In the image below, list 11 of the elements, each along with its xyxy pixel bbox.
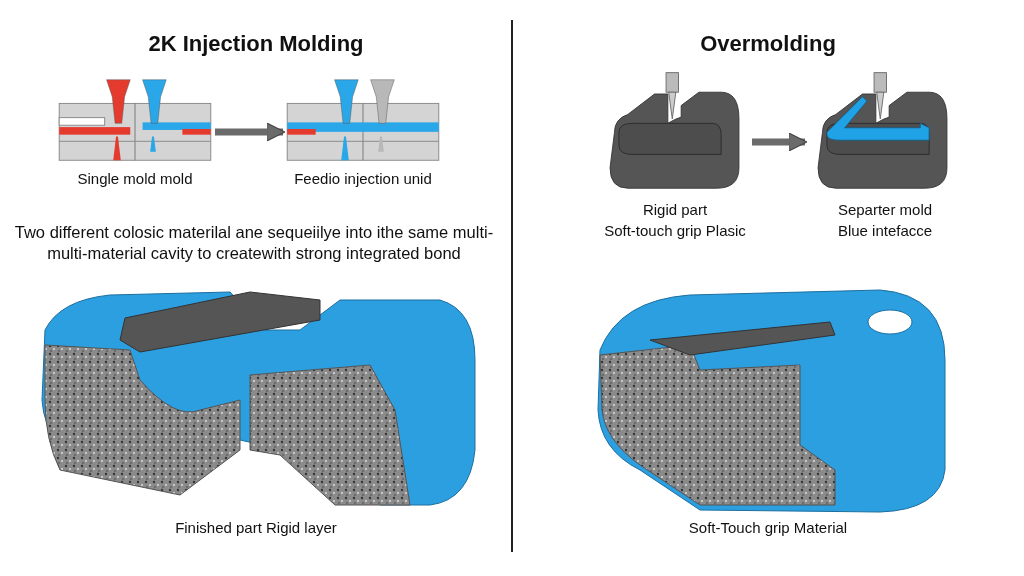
section-heading: 2K Injection Molding: [147, 31, 365, 57]
node-label: Single mold mold: [76, 170, 194, 187]
node-label: Blue intefacce: [836, 222, 934, 239]
section-heading: Overmolding: [699, 31, 837, 57]
node-label: Soft-touch grip Plasic: [603, 222, 747, 239]
description-text: Two different colosic materilal ane sequeiilye into ithe same multi-multi-material cavity to createwith strong integrated bond: [14, 222, 494, 264]
caption: Soft-Touch grip Material: [687, 519, 849, 536]
node-label: Feedio injection unid: [293, 170, 433, 187]
node-label: Rigid part: [641, 201, 709, 218]
node-label: Separter mold: [836, 201, 934, 218]
caption: Finished part Rigid layer: [174, 519, 338, 536]
